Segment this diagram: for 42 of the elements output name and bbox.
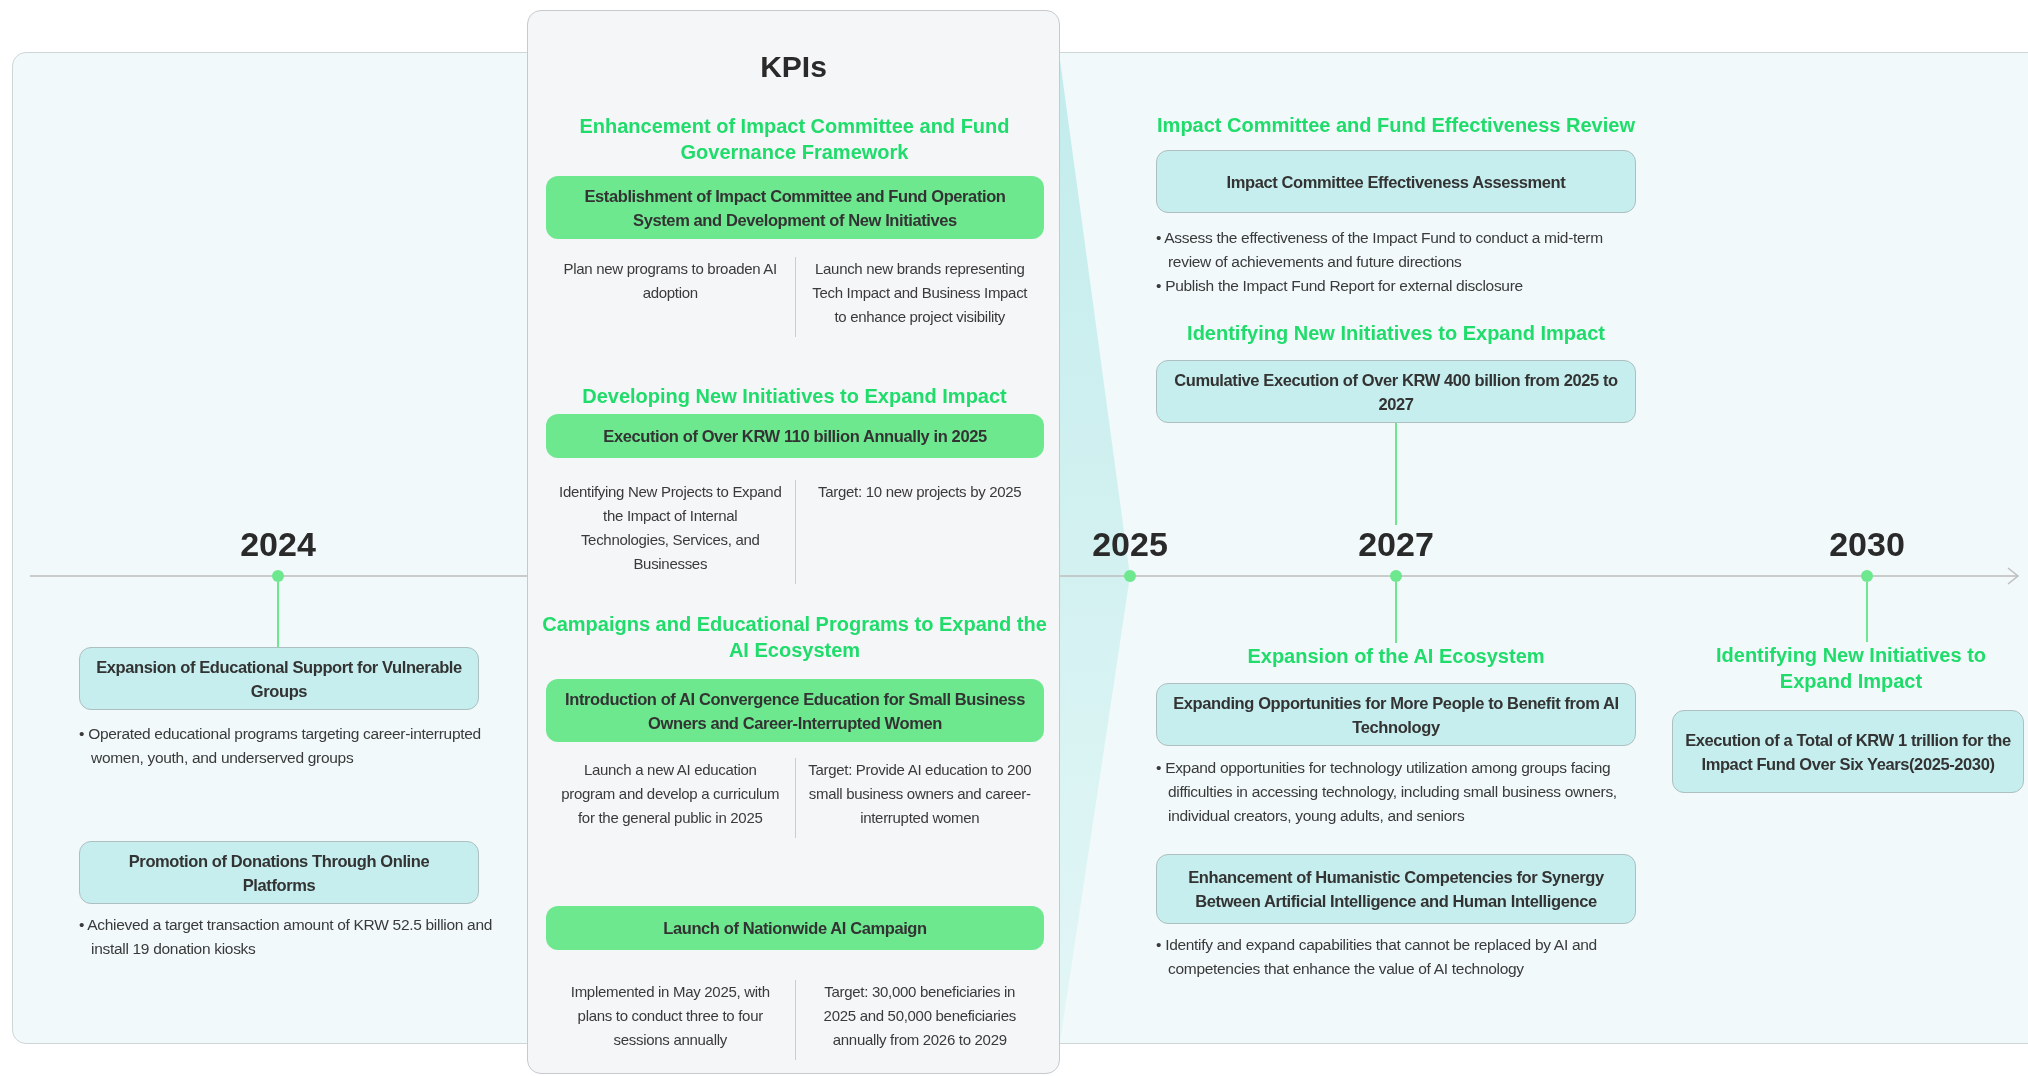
kpi-box: Introduction of AI Convergence Education for Small Business Owners and Career-Interrupted Women bbox=[546, 679, 1044, 742]
year-label: 2025 bbox=[1092, 525, 1168, 563]
year-label: 2024 bbox=[240, 525, 316, 563]
kpi-box: Establishment of Impact Committee and Fund Operation System and Development of New Initiatives bbox=[546, 176, 1044, 239]
bullet-text: • Achieved a target transaction amount of KRW 52.5 billion and install 19 donation kiosks bbox=[79, 915, 494, 959]
milestone-box: Enhancement of Humanistic Competencies for Synergy Between Artificial Intelligence and Human Intelligence bbox=[1156, 854, 1636, 924]
connector-line bbox=[1395, 422, 1397, 526]
connector-line bbox=[277, 581, 279, 648]
kpi-detail-text: Launch a new AI education program and develop a curriculum for the general public in 2025 bbox=[560, 760, 781, 828]
bullet-text: • Assess the effectiveness of the Impact Fund to conduct a mid-term review of achievements and future directions bbox=[1156, 228, 1604, 272]
kpi-box: Execution of Over KRW 110 billion Annually in 2025 bbox=[546, 414, 1044, 458]
panel-title: KPIs bbox=[759, 49, 828, 85]
bullet-text: • Operated educational programs targeting career-interrupted women, youth, and underserved groups bbox=[79, 724, 482, 768]
kpi-detail-text: Implemented in May 2025, with plans to conduct three to four sessions annually bbox=[569, 982, 771, 1050]
bullet-text: • Expand opportunities for technology utilization among groups facing difficulties in accessing technology, including small business owners, individual creators, young adults, and seniors bbox=[1156, 758, 1618, 826]
section-heading: Enhancement of Impact Committee and Fund Governance Framework bbox=[538, 113, 1051, 165]
milestone-box: Impact Committee Effectiveness Assessment bbox=[1156, 150, 1636, 213]
milestone-box: Cumulative Execution of Over KRW 400 billion from 2025 to 2027 bbox=[1156, 360, 1636, 423]
kpi-detail-text: Launch new brands representing Tech Impact and Business Impact to enhance project visibility bbox=[811, 259, 1029, 327]
milestone-box: Expanding Opportunities for More People to Benefit from AI Technology bbox=[1156, 683, 1636, 746]
connector-line bbox=[1866, 581, 1868, 643]
year-label: 2030 bbox=[1829, 525, 1905, 563]
section-heading: Developing New Initiatives to Expand Impact bbox=[538, 383, 1051, 409]
kpi-detail-text: Target: 30,000 beneficiaries in 2025 and 50,000 beneficiaries annually from 2026 to 2029 bbox=[822, 982, 1017, 1050]
milestone-box: Promotion of Donations Through Online Platforms bbox=[79, 841, 479, 904]
section-heading: Campaigns and Educational Programs to Expand the AI Ecosystem bbox=[538, 611, 1051, 663]
bullet-text: • Publish the Impact Fund Report for external disclosure bbox=[1156, 276, 1524, 296]
section-heading: Identifying New Initiatives to Expand Impact bbox=[1136, 320, 1656, 346]
section-heading: Expansion of the AI Ecosystem bbox=[1136, 643, 1656, 669]
kpi-panel bbox=[527, 10, 1060, 1074]
section-heading: Impact Committee and Fund Effectiveness Review bbox=[1136, 112, 1656, 138]
milestone-box: Expansion of Educational Support for Vulnerable Groups bbox=[79, 647, 479, 710]
kpi-detail-text: Plan new programs to broaden AI adoption bbox=[562, 259, 778, 303]
kpi-detail-text: Identifying New Projects to Expand the Impact of Internal Technologies, Services, and Businesses bbox=[558, 482, 783, 574]
kpi-detail-text: Target: 10 new projects by 2025 bbox=[817, 482, 1023, 502]
milestone-box: Execution of a Total of KRW 1 trillion for the Impact Fund Over Six Years(2025-2030) bbox=[1672, 710, 2024, 793]
bullet-text: • Identify and expand capabilities that cannot be replaced by AI and competencies that enhance the value of AI technology bbox=[1156, 935, 1598, 979]
kpi-box: Launch of Nationwide AI Campaign bbox=[546, 906, 1044, 950]
section-heading: Identifying New Initiatives to Expand Impact bbox=[1706, 642, 1996, 694]
kpi-detail-text: Target: Provide AI education to 200 small business owners and career-interrupted women bbox=[807, 760, 1033, 828]
connector-line bbox=[1395, 581, 1397, 644]
year-label: 2027 bbox=[1358, 525, 1434, 563]
